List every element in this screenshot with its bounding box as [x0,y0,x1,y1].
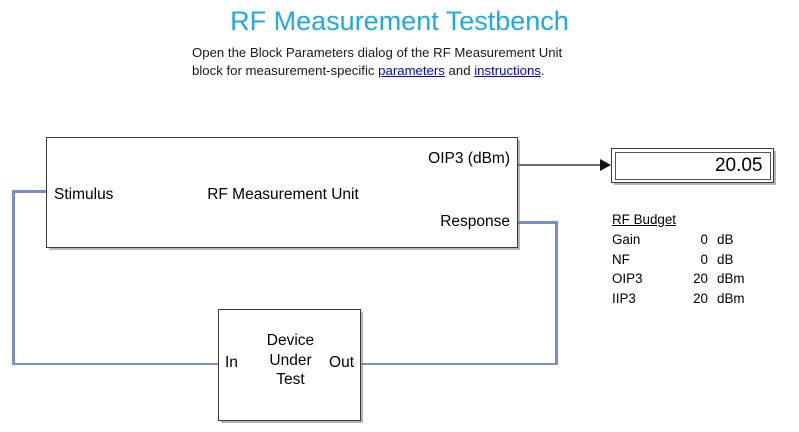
table-row: Gain 0 dB [612,230,745,250]
dut-label-line3: Test [276,371,305,388]
rf-budget-title: RF Budget [612,212,677,227]
device-under-test-block[interactable]: Device Under Test In Out [218,309,361,421]
rf-measurement-unit-label: RF Measurement Unit [207,186,359,203]
budget-value: 0 [700,251,708,267]
page-title: RF Measurement Testbench [230,6,569,36]
port-label-stimulus: Stimulus [54,186,114,203]
description-end: . [540,62,545,78]
table-row: NF 0 dB [612,250,745,270]
port-label-out: Out [329,354,354,371]
budget-unit: dB [717,232,734,247]
port-label-oip3: OIP3 (dBm) [428,150,510,167]
rf-measurement-unit-block[interactable]: RF Measurement Unit Stimulus OIP3 (dBm) … [46,137,518,248]
budget-name: IIP3 [612,290,636,306]
oip3-display-block[interactable]: 20.05 [611,148,774,183]
wire-stimulus-left [12,190,15,365]
budget-unit: dBm [717,290,745,306]
parameters-link[interactable]: parameters [378,62,445,78]
budget-value: 20 [693,271,708,286]
table-row: OIP3 20 dBm [612,269,745,289]
description-conjunction: and [444,62,475,78]
port-label-in: In [225,354,238,371]
budget-value: 0 [700,232,708,247]
wire-stimulus-bottom [12,362,220,366]
wire-oip3-output [516,164,604,167]
device-under-test-label: Device Under Test [219,331,362,390]
port-label-response: Response [440,213,510,230]
wire-response-top [516,221,558,224]
rf-budget-annotation: RF Budget Gain 0 dB NF 0 dB OIP3 20 dBm … [612,212,745,308]
wire-stimulus-top [12,190,48,193]
display-inner-frame: 20.05 [614,151,771,180]
budget-name: OIP3 [612,271,643,286]
budget-unit: dB [717,251,734,267]
description-text: Open the Block Parameters dialog of the … [192,44,592,79]
budget-name: NF [612,251,630,267]
budget-unit: dBm [717,271,745,286]
wire-response-right [555,221,558,365]
arrowhead-icon [600,159,611,171]
table-row: IIP3 20 dBm [612,289,745,309]
description-part1: Open the Block Parameters dialog of the … [192,45,563,78]
budget-value: 20 [693,290,708,306]
budget-name: Gain [612,232,641,247]
display-value: 20.05 [714,154,763,176]
wire-response-bottom [359,362,558,366]
dut-label-line2: Under [269,351,312,369]
instructions-link[interactable]: instructions [474,62,541,78]
dut-label-line1: Device [266,332,315,349]
